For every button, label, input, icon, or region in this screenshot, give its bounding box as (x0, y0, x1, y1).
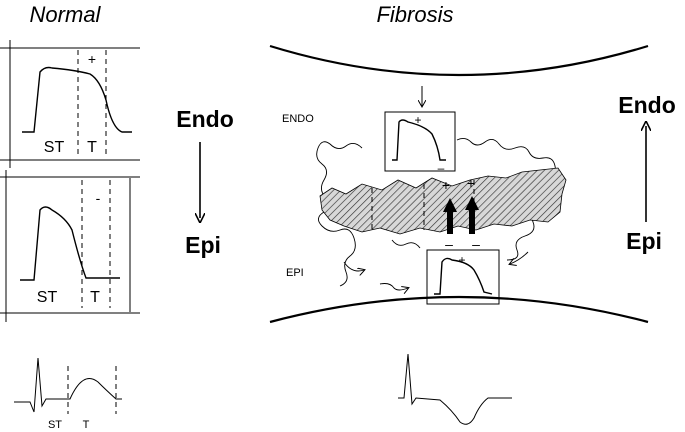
fibrosis-sign-plus-2: + (467, 175, 475, 191)
tissue-boundary-wavy (391, 239, 421, 249)
fibrosis-sign-plus-1: + (442, 177, 450, 193)
normal-bottom-ap-box: - ST T (0, 170, 140, 322)
epi-ap-curve (434, 257, 493, 295)
epicardial-wall (269, 295, 649, 324)
normal-ecg-trace (14, 357, 122, 413)
arrow-up-icon (443, 198, 457, 234)
fibrotic-tissue-hatch (319, 167, 567, 235)
normal-title: Normal (30, 2, 102, 27)
arrow-left-icon (510, 251, 529, 264)
tissue-boundary-wavy (456, 137, 556, 261)
epi-ap-box: + (426, 249, 500, 305)
fibrosis-sign-minus-1: – (445, 236, 453, 252)
normal-endo-label: Endo (176, 106, 234, 132)
fibrosis-endo-label: Endo (618, 92, 676, 118)
epi-box-plus: + (458, 253, 465, 267)
fibrosis-sign-minus-2: – (472, 236, 480, 252)
endo-box-plus: + (414, 113, 421, 127)
arrow-up-icon (465, 196, 479, 234)
normal-bottom-ap-curve (20, 206, 120, 281)
epi-label: EPI (286, 267, 304, 279)
normal-ecg-t-label: T (83, 419, 90, 431)
fibrosis-epi-label: Epi (626, 228, 662, 254)
normal-gradient: Endo Epi (176, 106, 234, 258)
fibrosis-title: Fibrosis (376, 2, 453, 27)
endocardial-wall (269, 44, 649, 77)
endo-ap-curve (392, 119, 446, 161)
arrow-right-icon (343, 261, 364, 271)
endo-label: ENDO (282, 113, 314, 125)
normal-top-sign: + (88, 51, 96, 67)
fibrosis-ecg-trace (398, 353, 512, 425)
normal-bottom-sign: - (96, 190, 101, 206)
normal-top-t-label: T (87, 139, 97, 156)
endo-box-minus: – (438, 161, 445, 175)
endo-ap-box: + – (384, 111, 456, 175)
normal-ecg: ST T (14, 357, 122, 431)
fibrosis-gradient: Endo Epi (618, 92, 676, 254)
normal-panel: + ST T - ST T ST T Endo (0, 40, 234, 431)
normal-top-ap-box: + ST T (0, 40, 140, 168)
normal-top-ap-curve (22, 66, 132, 133)
normal-top-st-label: ST (44, 139, 65, 156)
normal-ecg-st-label: ST (48, 419, 62, 431)
normal-bottom-t-label: T (90, 289, 100, 306)
normal-epi-label: Epi (185, 232, 221, 258)
normal-bottom-st-label: ST (37, 289, 58, 306)
fibrosis-panel: ENDO EPI + – + (269, 44, 676, 425)
arrow-right-icon (379, 283, 408, 291)
